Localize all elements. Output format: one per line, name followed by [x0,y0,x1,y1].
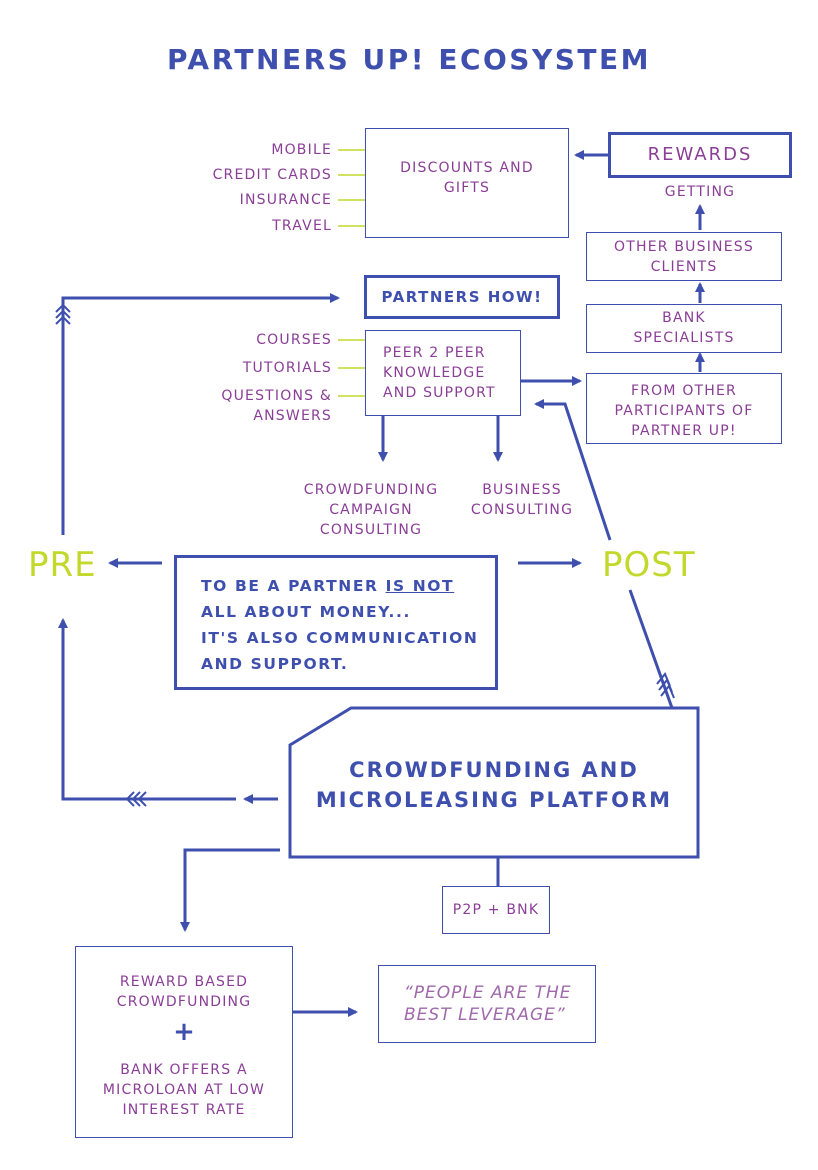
message-line-2: ALL ABOUT MONEY... [201,603,411,621]
loop-post-lower [628,589,674,709]
quote-text: “PEOPLE ARE THE BEST LEVERAGE” [404,983,572,1025]
p2p-box [365,330,521,416]
crowdfunding-consulting-label: CROWDFUNDING CAMPAIGN CONSULTING [303,482,439,538]
getting-label: GETTING [664,184,736,200]
other-business-clients-label: OTHER BUSINESS CLIENTS [614,239,754,275]
other-business-clients-box [586,232,782,281]
chevron-mark-bottom-3 [137,791,147,807]
loop-pre-line [58,618,236,801]
p2p-item-tutorials: TUTORIALS [242,360,332,376]
chevron-mark-left-2 [55,309,71,319]
message-line-3: IT'S ALSO COMMUNICATION [201,629,479,647]
platform-box [288,706,700,859]
chevron-mark-left-1 [55,303,71,313]
chevron-mark-bottom-2 [131,791,141,807]
p2p-item-courses: COURSES [256,332,332,348]
partners-how-box [364,275,560,319]
message-line-1: TO BE A PARTNER IS NOT [201,573,491,599]
pre-label: PRE [28,545,97,585]
discount-item-travel: TRAVEL [272,218,332,234]
chevron-mark-right-3 [660,684,675,699]
post-label: POST [602,545,696,585]
bank-specialists-box [586,304,782,353]
message-emphasis: IS NOT [385,577,455,595]
rewards-box [608,132,792,178]
rewards-label: REWARDS [647,144,753,165]
message-text: TO BE A PARTNER IS NOT ALL ABOUT MONEY..… [201,573,491,677]
reward-crowdfunding-label: REWARD BASED CROWDFUNDING [116,974,252,1010]
bank-specialists-label: BANK SPECIALISTS [633,310,735,346]
funding-box [75,946,293,1138]
discount-item-credit-cards: CREDIT CARDS [212,167,332,183]
loop-post-upper [534,399,612,541]
platform-title-line-1: CROWDFUNDING AND [349,758,639,782]
business-consulting-label: BUSINESS CONSULTING [470,482,574,518]
discount-item-mobile: MOBILE [271,142,332,158]
quote-box [378,965,596,1043]
platform-title-line-2: MICROLEASING PLATFORM [315,788,673,812]
discount-item-insurance: INSURANCE [239,192,332,208]
participants-label: FROM OTHER PARTICIPANTS OF PARTNER UP! [614,383,754,439]
message-box [174,555,498,690]
plus-sign: + [173,1017,195,1047]
arrow-platform-to-funding [180,848,280,932]
p2p-item-qa: QUESTIONS & ANSWERS [221,388,332,424]
message-line-4: AND SUPPORT. [201,655,349,673]
discounts-box [365,128,569,238]
participants-box [586,373,782,444]
p2p-label: PEER 2 PEER KNOWLEDGE AND SUPPORT [383,345,496,401]
chevron-mark-left-3 [55,315,71,325]
loop-pre-top [61,293,340,535]
partners-how-label: PARTNERS HOW! [381,288,543,306]
chevron-mark-bottom-1 [125,791,135,807]
p2p-bnk-box [442,886,550,934]
bank-microloan-label: BANK OFFERS A MICROLOAN AT LOW INTEREST … [102,1062,266,1118]
page-title: PARTNERS UP! ECOSYSTEM [166,43,651,76]
p2p-bnk-label: P2P + BNK [452,902,540,918]
discounts-label: DISCOUNTS AND GIFTS [400,160,534,196]
message-part-1: TO BE A PARTNER [201,577,386,595]
